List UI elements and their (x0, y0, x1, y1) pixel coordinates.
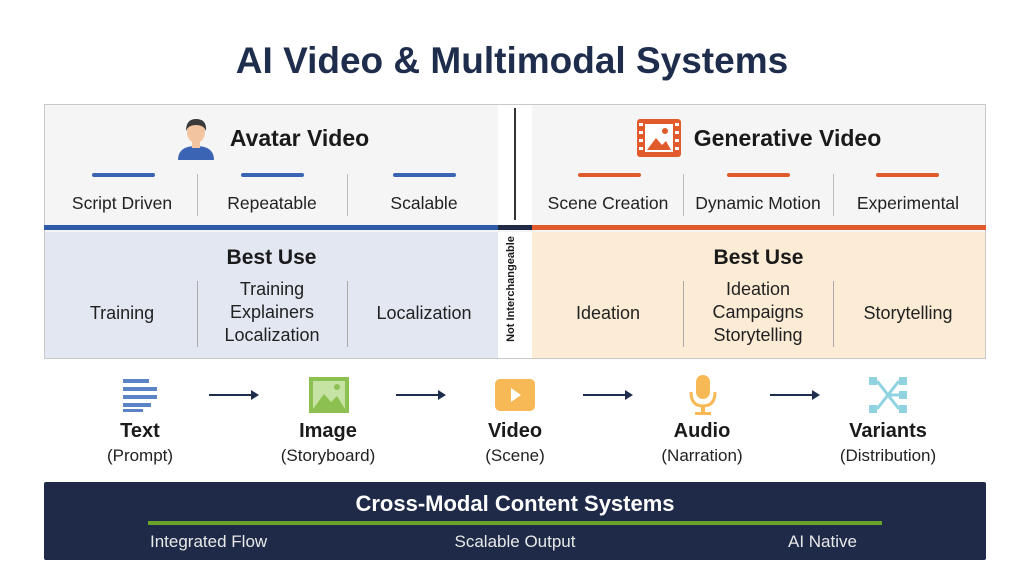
generative-best-use-title: Best Use (713, 246, 804, 269)
banner-accent-line (148, 521, 882, 525)
separator (683, 174, 684, 216)
generative-use: Storytelling (863, 303, 953, 323)
separator (833, 174, 834, 216)
image-icon (309, 377, 349, 413)
feature-scalable: Scalable (390, 193, 458, 213)
flow-step-sub: (Distribution) (839, 446, 937, 465)
divider-strip (498, 232, 532, 358)
avatar-best-use (45, 232, 498, 358)
microphone-icon (689, 375, 717, 415)
feature-repeatable: Repeatable (227, 193, 317, 213)
separator (197, 281, 198, 347)
arrow-icon (209, 390, 259, 400)
arrow-icon (583, 390, 633, 400)
center-divider (514, 108, 516, 220)
feature-bar (393, 173, 456, 177)
generative-use: Ideation (575, 303, 641, 323)
feature-bar (241, 173, 304, 177)
arrow-icon (770, 390, 820, 400)
page-title: AI Video & Multimodal Systems (235, 40, 789, 81)
feature-script-driven: Script Driven (71, 193, 173, 213)
feature-bar (92, 173, 155, 177)
flow-step-label: Text (120, 420, 160, 442)
flow-step-sub: (Prompt) (106, 446, 174, 465)
banner-item: Scalable Output (454, 532, 576, 551)
banner-title: Cross-Modal Content Systems (355, 491, 675, 516)
avatar-best-use-title: Best Use (226, 246, 317, 269)
avatar-use: Training Explainers Localization (224, 279, 320, 345)
separator (683, 281, 684, 347)
flow-step-sub: (Storyboard) (280, 446, 376, 465)
separator (347, 281, 348, 347)
separator (347, 174, 348, 216)
film-image-icon (636, 119, 681, 157)
banner-item: AI Native (788, 532, 857, 551)
generative-rule (532, 225, 986, 230)
branching-icon (869, 377, 907, 413)
flow-step-label: Variants (849, 420, 927, 442)
flow-step-label: Audio (673, 420, 731, 442)
generative-best-use (532, 232, 985, 358)
flow-step-sub: (Scene) (485, 446, 545, 465)
arrow-icon (396, 390, 446, 400)
avatar-use: Training (89, 303, 155, 323)
generative-use: Ideation Campaigns Storytelling (712, 279, 804, 345)
generative-header-area (532, 105, 985, 225)
feature-bar (578, 173, 641, 177)
feature-scene-creation: Scene Creation (547, 193, 669, 213)
flow-step-label: Image (299, 420, 357, 442)
separator (197, 174, 198, 216)
flow-step-sub: (Narration) (661, 446, 743, 465)
generative-video-heading: Generative Video (532, 118, 985, 158)
avatar-video-title: Avatar Video (229, 124, 370, 151)
person-icon (177, 119, 214, 160)
feature-dynamic-motion: Dynamic Motion (695, 193, 821, 213)
play-icon (495, 379, 535, 411)
avatar-header-area (45, 105, 498, 225)
avatar-use: Localization (376, 303, 472, 323)
generative-video-title: Generative Video (693, 124, 882, 151)
feature-bar (876, 173, 939, 177)
center-rule (498, 225, 532, 230)
avatar-rule (44, 225, 498, 230)
feature-bar (727, 173, 790, 177)
separator (833, 281, 834, 347)
banner-item: Integrated Flow (150, 532, 268, 551)
flow-step-label: Video (487, 420, 543, 442)
text-lines-icon (123, 379, 157, 412)
avatar-video-heading: Avatar Video (45, 118, 498, 160)
feature-experimental: Experimental (856, 193, 960, 213)
not-interchangeable-label: Not Interchangeable (505, 236, 517, 342)
